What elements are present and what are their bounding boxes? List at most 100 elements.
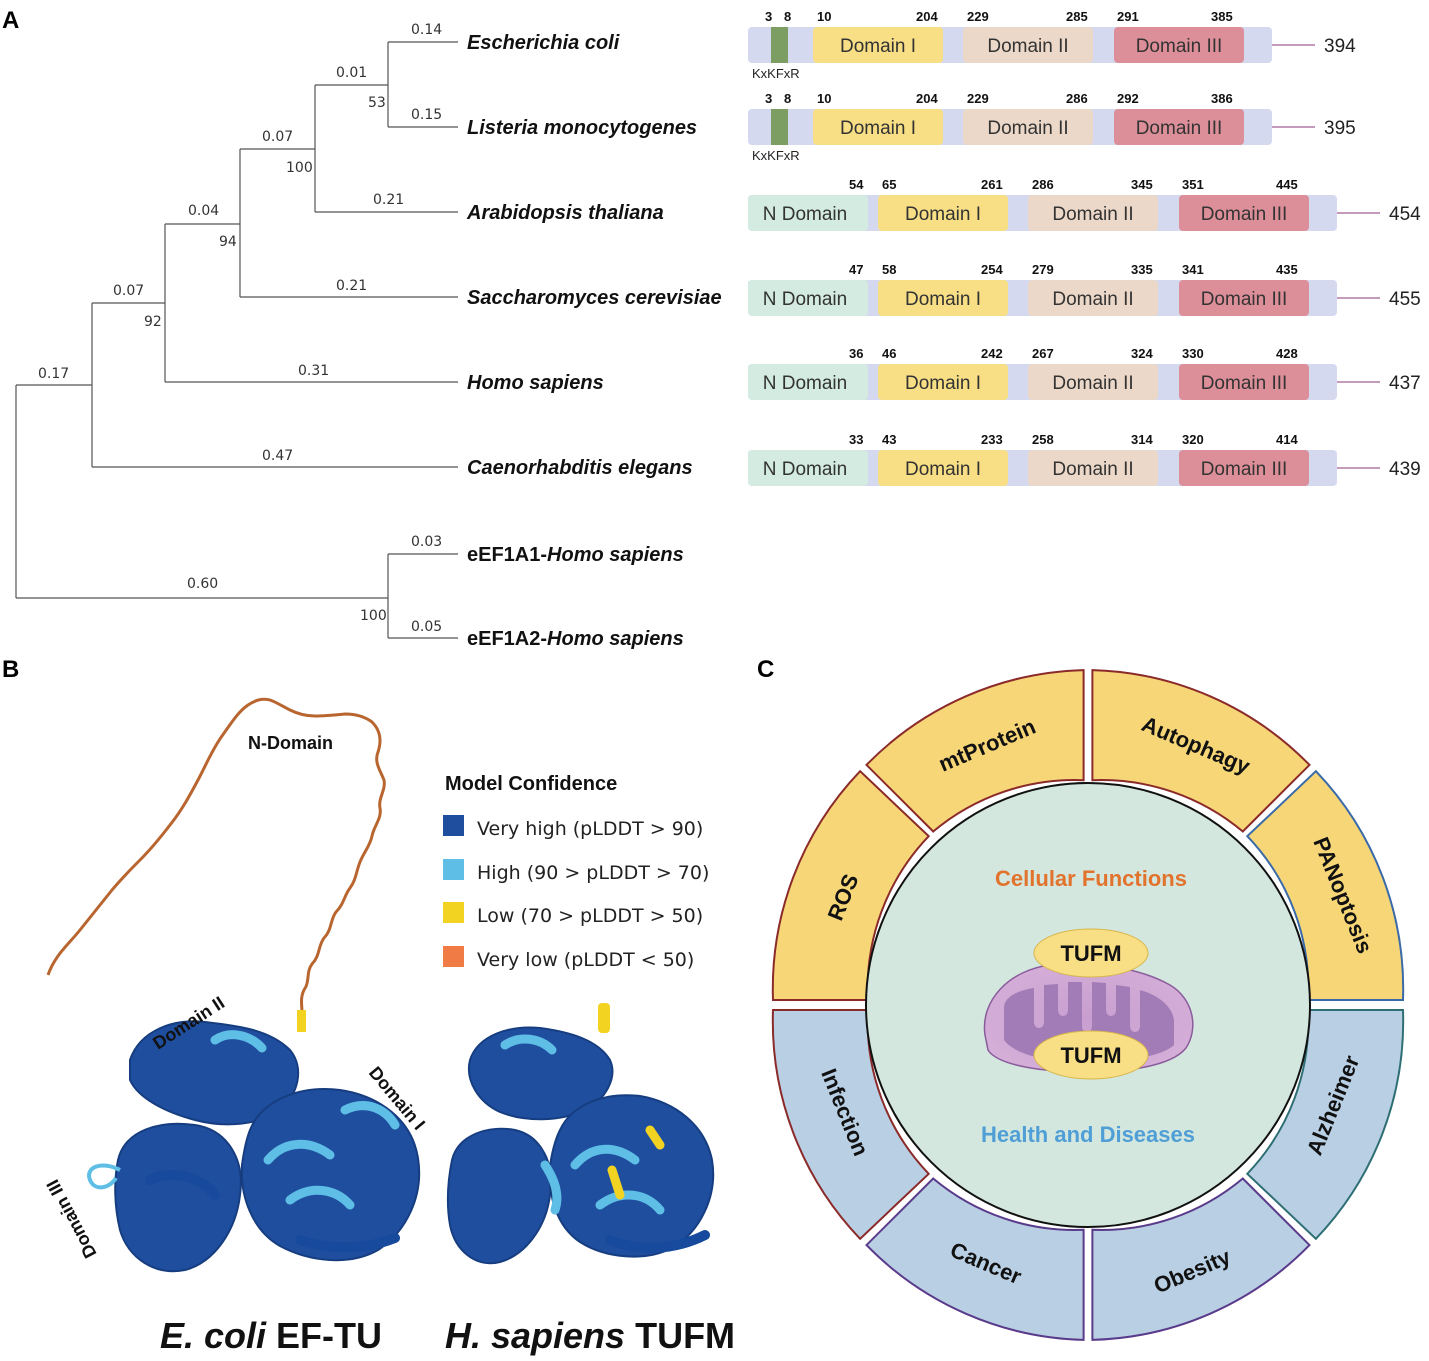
domain-row: N Domain Domain I Domain II Domain III 5… (748, 177, 1421, 231)
position-number: 10 (817, 9, 831, 24)
helix-light (210, 1030, 400, 1210)
domain-ii-box (963, 109, 1093, 145)
domain-i-blob (548, 1094, 715, 1258)
tufm-wheel: ROS mtProtein Autophagy PANoptosis Infec… (771, 669, 1405, 1341)
domain-iii-box (1114, 109, 1244, 145)
domain-row: N Domain Domain I Domain II Domain III 3… (748, 346, 1421, 400)
domain-i-label: Domain I (905, 459, 981, 480)
branch-length: 0.21 (373, 192, 404, 208)
position-number: 46 (882, 346, 896, 361)
low-confidence-segment (297, 1010, 306, 1032)
position-number: 36 (849, 346, 863, 361)
branch-length: 0.21 (336, 278, 367, 294)
domain-iii-label: Domain III (1136, 36, 1223, 57)
branch-length: 0.17 (38, 366, 69, 382)
domain-iii-blob (446, 1127, 552, 1265)
domain-iii-label: Domain III (1201, 289, 1288, 310)
helix-dark (145, 1170, 400, 1253)
n-domain-label: N Domain (763, 459, 847, 480)
position-number: 47 (849, 262, 863, 277)
position-number: 65 (882, 177, 896, 192)
n-domain-coil (46, 697, 386, 1013)
segment-obesity (1091, 1177, 1311, 1341)
position-number: 33 (849, 432, 863, 447)
position-number: 292 (1117, 91, 1139, 106)
helix-yellow (607, 1125, 665, 1200)
domain-iii-label: Domain III (1201, 373, 1288, 394)
position-number: 435 (1276, 262, 1298, 277)
bootstrap-value: 94 (219, 234, 237, 250)
domain-iii-label: Domain III (1201, 204, 1288, 225)
domain-i-label: Domain I (905, 289, 981, 310)
segment-alzheimer (1245, 1009, 1405, 1241)
tufm-ellipse (1033, 928, 1149, 978)
position-number: 204 (916, 9, 938, 24)
domain-row: Domain I Domain II Domain III KxKFxR 3 8… (748, 9, 1356, 81)
domain-ii-label: Domain II (987, 118, 1068, 139)
confidence-legend: Model Confidence Very high (pLDDT > 90) … (443, 773, 709, 971)
tree-branches (15, 41, 458, 639)
taxon-label: Caenorhabditis elegans (467, 457, 693, 479)
position-number: 386 (1211, 91, 1233, 106)
n-domain-box (748, 450, 868, 486)
domain-row: Domain I Domain II Domain III KxKFxR 3 8… (748, 91, 1356, 163)
motif-box (771, 27, 788, 63)
position-number: 254 (981, 262, 1003, 277)
domain-i-box (878, 450, 1008, 486)
position-number: 286 (1032, 177, 1054, 192)
motif-box (771, 109, 788, 145)
position-number: 335 (1131, 262, 1153, 277)
health-diseases-title: Health and Diseases (981, 1122, 1195, 1147)
position-number: 345 (1131, 177, 1153, 192)
segment-infection (771, 1009, 931, 1241)
position-number: 204 (916, 91, 938, 106)
n-domain-annotation: N-Domain (248, 733, 333, 753)
position-number: 233 (981, 432, 1003, 447)
position-number: 330 (1182, 346, 1204, 361)
panel-label-c: C (757, 656, 774, 683)
position-number: 414 (1276, 432, 1298, 447)
mitochondrion-icon: TUFM TUFM (983, 928, 1194, 1080)
n-domain-label: N Domain (763, 289, 847, 310)
protein-length: 455 (1389, 289, 1421, 310)
phylogenetic-tree: 0.14 0.15 0.01 0.21 0.07 0.21 0.04 0.31 … (15, 22, 722, 650)
segment-ros (771, 769, 931, 1001)
bootstrap-value: 100 (286, 160, 313, 176)
domain-iii-box (1179, 450, 1309, 486)
domain-i-box (878, 364, 1008, 400)
domain-i-box (878, 280, 1008, 316)
domain-ii-box (1028, 364, 1158, 400)
branch-length: 0.15 (411, 107, 442, 123)
segment-mtprotein (865, 669, 1085, 833)
domain-ii-box (1028, 280, 1158, 316)
segment-panoptosis (1245, 769, 1405, 1001)
taxon-label: Saccharomyces cerevisiae (467, 287, 722, 309)
position-number: 54 (849, 177, 864, 192)
branch-length: 0.05 (411, 619, 442, 635)
domain-iii-loop (87, 1163, 121, 1190)
position-number: 341 (1182, 262, 1204, 277)
segment-cancer (865, 1177, 1085, 1341)
position-number: 3 (765, 9, 772, 24)
bootstrap-value: 92 (144, 314, 162, 330)
position-number: 242 (981, 346, 1003, 361)
position-number: 324 (1131, 346, 1153, 361)
branch-length: 0.07 (113, 283, 144, 299)
tufm-label: TUFM (1060, 941, 1121, 966)
domain-iii-box (1179, 195, 1309, 231)
n-domain-box (748, 364, 868, 400)
protein-length: 439 (1389, 459, 1421, 480)
domain-row: N Domain Domain I Domain II Domain III 3… (748, 432, 1421, 486)
branch-length: 0.47 (262, 448, 293, 464)
panel-label-b: B (2, 656, 19, 683)
position-number: 229 (967, 9, 989, 24)
helix-light (500, 1034, 665, 1215)
position-number: 285 (1066, 9, 1088, 24)
protein-length: 437 (1389, 373, 1421, 394)
protein-length: 395 (1324, 118, 1356, 139)
domain-ii-blob (467, 1026, 614, 1121)
n-domain-label: N Domain (763, 373, 847, 394)
helix-dark (605, 1230, 710, 1253)
position-number: 445 (1276, 177, 1298, 192)
